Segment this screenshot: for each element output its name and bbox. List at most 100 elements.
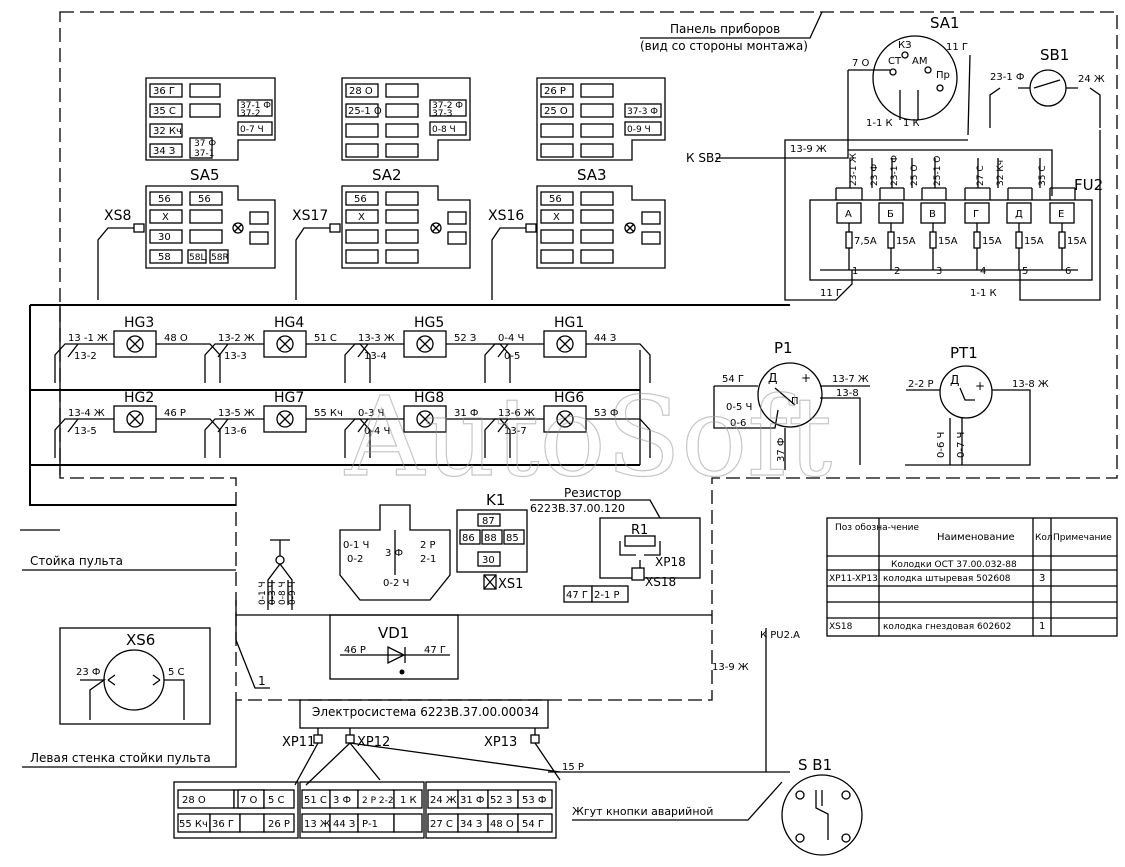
resistor-part: 6223В.37.00.120	[530, 502, 625, 515]
svg-text:13-9 Ж: 13-9 Ж	[712, 662, 749, 673]
lamp-wire-a: 13-6 Ж	[498, 408, 535, 419]
svg-text:13-7 Ж: 13-7 Ж	[832, 374, 869, 385]
svg-text:35 С: 35 С	[153, 106, 176, 117]
lamp-wire-a: 0-3 Ч	[358, 408, 384, 419]
svg-text:32 Кч: 32 Кч	[996, 160, 1006, 186]
svg-text:37-2: 37-2	[240, 109, 260, 119]
fu2-label: FU2	[1074, 176, 1103, 194]
fuse-rating: 15А	[938, 236, 958, 247]
connector-xp11: 28 О 7 О 5 С 55 Кч 36 Г 26 Р	[173, 781, 299, 839]
r1-label: R1	[631, 523, 648, 538]
fuse-letter: Г	[973, 209, 979, 220]
lamp-icon	[556, 335, 574, 353]
svg-text:АМ: АМ	[912, 56, 927, 67]
panel-subtitle: (вид со стороны монтажа)	[640, 39, 808, 53]
svg-text:37-3 Ф: 37-3 Ф	[627, 107, 658, 117]
electrosystem-title: Электросистема 6223В.37.00.00034	[312, 705, 539, 719]
fuse-block-fu2: К SB2 13-9 Ж FU2 23-1 Ж 23 Ф 23-1 Ф 25 О…	[686, 130, 1103, 301]
fuse-letter: Б	[887, 209, 894, 220]
svg-text:Р-1: Р-1	[362, 819, 378, 830]
svg-text:2-1: 2-1	[420, 554, 436, 565]
ignition-switch-sa1: SA1 КЗ СТ АМ Пр 7 О 11 Г 1-1 К 1 К	[847, 14, 971, 150]
svg-text:13 Ж: 13 Ж	[304, 819, 331, 830]
svg-text:Д: Д	[950, 373, 959, 387]
vd1-label: VD1	[378, 624, 409, 642]
lamp-label: HG4	[274, 315, 304, 331]
lamp-icon	[126, 410, 144, 428]
panel-boundary	[59, 11, 1118, 701]
svg-text:88: 88	[484, 533, 497, 544]
fuse-letter: Д	[1015, 209, 1023, 220]
sb1-top-label: SB1	[1040, 46, 1069, 64]
lamp-label: HG6	[554, 390, 584, 406]
svg-text:85: 85	[506, 533, 519, 544]
svg-text:52 З: 52 З	[490, 795, 512, 806]
svg-text:37-1: 37-1	[194, 149, 214, 159]
gauge-pt1: PT1 Д + 2-2 Р 13-8 Ж 0-6 Ч 0-7 Ч	[905, 344, 1049, 466]
svg-text:1: 1	[258, 674, 266, 688]
svg-text:23 Ф: 23 Ф	[870, 164, 880, 186]
sa3-label: SA3	[577, 166, 607, 184]
svg-text:3: 3	[1039, 573, 1045, 584]
svg-text:46 Р: 46 Р	[344, 645, 366, 656]
svg-text:55 Кч: 55 Кч	[179, 819, 208, 830]
svg-text:58: 58	[158, 252, 171, 263]
stand-label: Стойка пульта	[30, 554, 123, 568]
svg-text:86: 86	[462, 533, 475, 544]
lamp-icon	[276, 335, 294, 353]
svg-text:0-2 Ч: 0-2 Ч	[383, 578, 409, 589]
relay-k1: K1 87 86 88 85 30 XS1	[456, 491, 528, 592]
svg-text:27 С: 27 С	[976, 165, 986, 186]
switch-sa2: 28 О 25-1 О 37-2 Ф 37-3 0-8 Ч SA2 56 X X…	[292, 77, 471, 300]
svg-text:0-7 Ч: 0-7 Ч	[240, 125, 264, 135]
fuse-letter: Е	[1058, 209, 1064, 220]
lamp-wire-b: 0-4 Ч	[364, 426, 390, 437]
lamp-wire-a: 13-2 Ж	[218, 333, 255, 344]
svg-text:0-9 Ч: 0-9 Ч	[627, 125, 651, 135]
plug-connector: 0-1 Ч 0-3 Ч 0-8 Ч 0-9 Ч	[258, 539, 298, 610]
svg-text:34 З: 34 З	[153, 146, 175, 157]
svg-text:32 Кч: 32 Кч	[153, 126, 182, 137]
svg-text:0-1 Ч: 0-1 Ч	[343, 540, 369, 551]
svg-text:КЗ: КЗ	[898, 40, 912, 51]
svg-text:28 О: 28 О	[349, 86, 373, 97]
k1-label: K1	[486, 491, 505, 509]
xs1-label: XS1	[498, 577, 523, 592]
svg-text:0-3 Ч: 0-3 Ч	[268, 581, 278, 605]
svg-text:23-1 Ф: 23-1 Ф	[990, 72, 1025, 83]
table-header: Примечание	[1053, 533, 1112, 543]
svg-text:28 О: 28 О	[182, 795, 206, 806]
connector-xp12: 51 С 3 Ф 2 Р 2-2 1 К 13 Ж 44 З Р-1	[299, 781, 425, 839]
switch-sa3: 26 Р 25 О 37-3 Ф 0-9 Ч SA3 56 X XS16	[488, 77, 666, 300]
connector-xs6: XS6 23 Ф 5 С 1	[59, 600, 270, 725]
table-header: Кол	[1035, 533, 1053, 543]
svg-text:XS18: XS18	[829, 622, 853, 632]
pu2-ref: К PU2.А	[760, 630, 800, 641]
svg-text:47 Г: 47 Г	[424, 645, 446, 656]
xs8-label: XS8	[104, 208, 131, 224]
connector-xp13: 24 Ж 31 Ф 52 З 53 Ф 27 С 34 З 48 О 54 Г	[425, 781, 557, 839]
fu2-ref: К SB2	[686, 151, 722, 165]
svg-text:13-9 Ж: 13-9 Ж	[790, 144, 827, 155]
svg-text:X: X	[553, 212, 560, 223]
svg-text:26 Р: 26 Р	[268, 819, 290, 830]
fuse-rating: 15А	[1024, 236, 1044, 247]
svg-text:П: П	[791, 396, 799, 407]
svg-text:2 Р 2-2: 2 Р 2-2	[362, 796, 394, 806]
svg-text:3 Ф: 3 Ф	[333, 795, 352, 806]
lamp-wire-b: 13-7	[504, 426, 527, 437]
svg-text:37-1 Ф: 37-1 Ф	[240, 101, 271, 111]
svg-text:5 С: 5 С	[168, 667, 185, 678]
svg-text:1 К: 1 К	[400, 795, 417, 806]
svg-text:11 Г: 11 Г	[820, 288, 842, 299]
svg-text:25-1 О: 25-1 О	[933, 156, 943, 186]
lamp-label: HG5	[414, 315, 444, 331]
svg-text:15 Р: 15 Р	[562, 762, 584, 773]
lamp-wire-a: 13 -1 Ж	[68, 333, 108, 344]
emergency-button-sb1: S B1 Жгут кнопки аварийной	[572, 756, 863, 856]
fuse-number: 5	[1022, 266, 1028, 277]
switch-block: 0-1 Ч 0-2 3 Ф 2 Р 2-1 0-2 Ч	[339, 504, 451, 601]
fuse-1: А7,5А1	[836, 202, 877, 277]
svg-text:Пр: Пр	[936, 70, 950, 81]
